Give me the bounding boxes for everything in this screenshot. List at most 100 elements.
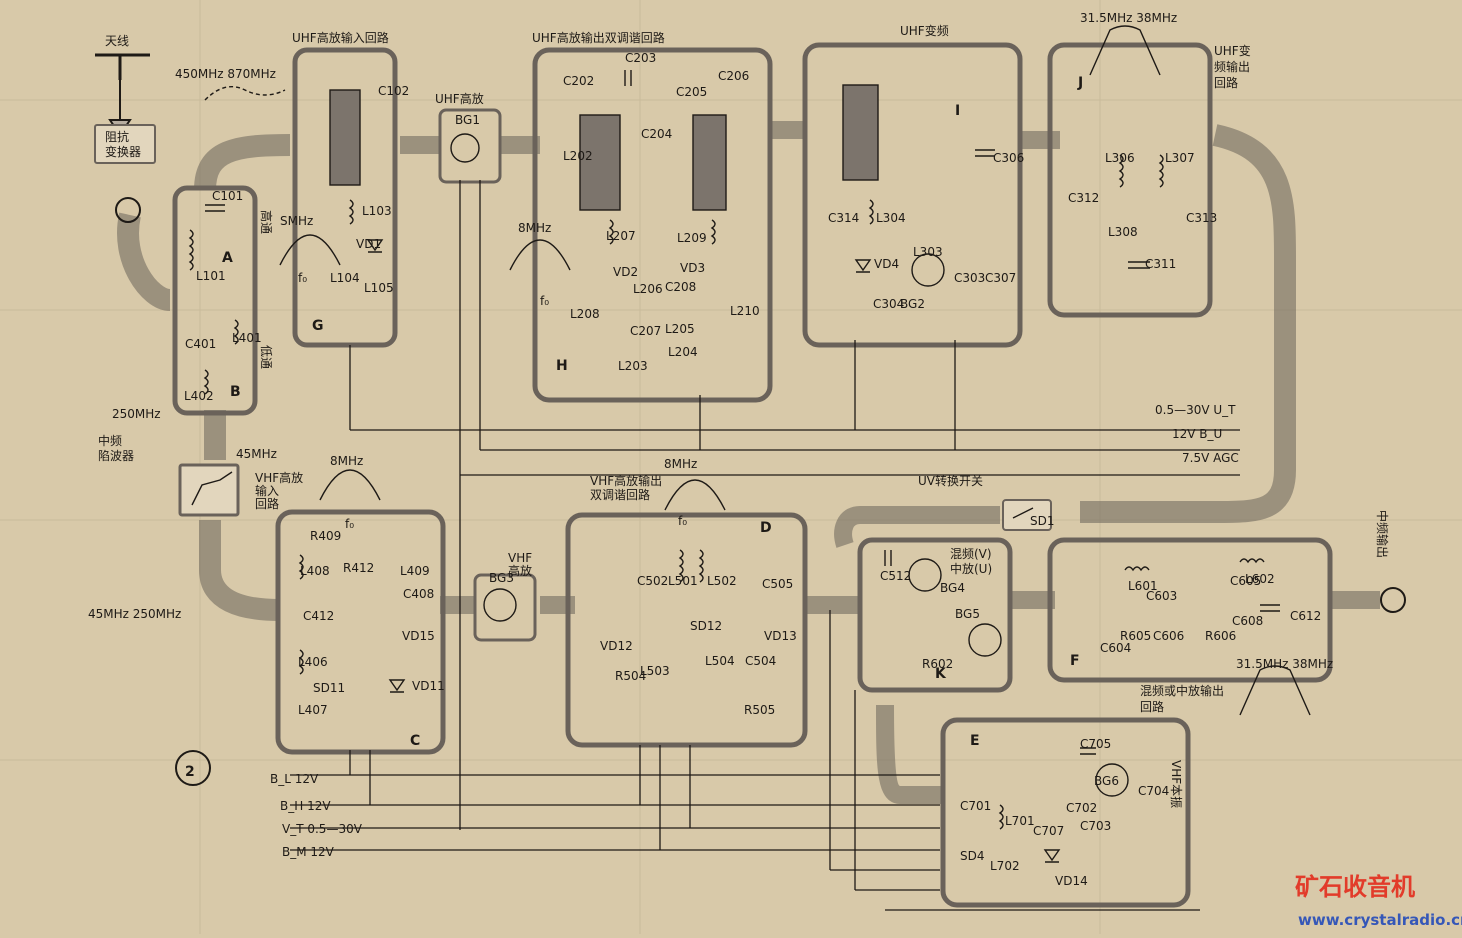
coil-l406 [298, 649, 304, 675]
component-c702: C702 [1066, 801, 1097, 815]
resonator-h2 [692, 114, 727, 211]
freq-if-band-bottom: 31.5MHz 38MHz [1236, 657, 1333, 671]
component-l408: L408 [300, 564, 330, 578]
watermark-cn: 矿石收音机 [1295, 873, 1415, 901]
component-l105: L105 [364, 281, 394, 295]
frame-vhf-amp [473, 573, 537, 642]
component-c313: C313 [1186, 211, 1217, 225]
component-l504: L504 [705, 654, 735, 668]
component-c612: C612 [1290, 609, 1321, 623]
component-vd13: VD13 [764, 629, 797, 643]
component-c604: C604 [1100, 641, 1131, 655]
block-letter-H: H [556, 358, 568, 374]
mixer-title-line-1: 中放(U) [950, 561, 992, 576]
freq-8mhz-left: 8MHz [518, 221, 551, 235]
passband-smhz [279, 234, 341, 266]
component-r412: R412 [343, 561, 374, 575]
mixer-output-title-line-0: 混频或中放输出 [1140, 683, 1224, 698]
component-l205: L205 [665, 322, 695, 336]
component-bg6: BG6 [1094, 774, 1119, 788]
freq-vhf-low: 250MHz [112, 407, 161, 421]
component-c705: C705 [1080, 737, 1111, 751]
component-sd4: SD4 [960, 849, 985, 863]
uhf-input-title: UHF高放输入回路 [292, 30, 389, 45]
passband-j [1089, 25, 1161, 76]
figure-number: 2 [185, 764, 195, 780]
coil-l502 [698, 549, 704, 583]
frame-impedance [94, 124, 156, 164]
block-letter-G: G [312, 318, 324, 334]
component-bg3: BG3 [489, 571, 514, 585]
component-l206: L206 [633, 282, 663, 296]
component-bg4: BG4 [940, 581, 965, 595]
component-l307: L307 [1165, 151, 1195, 165]
cap-c311 [1128, 261, 1150, 269]
component-l407: L407 [298, 703, 328, 717]
coil-l401 [233, 319, 239, 345]
component-c701: C701 [960, 799, 991, 813]
component-c307: C307 [985, 271, 1016, 285]
coil-l501 [678, 549, 684, 583]
component-c505: C505 [762, 577, 793, 591]
bg4-symbol [908, 558, 942, 592]
coil-l209 [710, 219, 716, 245]
bg2-symbol [911, 253, 945, 287]
vhf-amp-title-line-0: VHF [508, 551, 532, 565]
component-c207: C207 [630, 324, 661, 338]
coil-l602 [1239, 558, 1265, 564]
component-c203: C203 [625, 51, 656, 65]
mixer-output-title-line-1: 回路 [1140, 699, 1164, 714]
freq-if-notch: 45MHz [236, 447, 277, 461]
component-l601: L601 [1128, 579, 1158, 593]
freq-f0-d: f₀ [345, 517, 354, 531]
if-trap-label-line-1: 陷波器 [98, 448, 134, 463]
frame-H [532, 47, 773, 403]
component-c606: C606 [1153, 629, 1184, 643]
if-trap-curve [191, 471, 233, 506]
flow-switch-to-mixer [834, 506, 1000, 548]
freq-f0-c: f₀ [678, 514, 687, 528]
vhf-input-title-line-2: 回路 [255, 496, 279, 511]
freq-f0-a: f₀ [298, 271, 307, 285]
high-pass-label: 高通 [259, 210, 274, 234]
flow-uhf-loop [1080, 124, 1296, 523]
component-c608: C608 [1232, 614, 1263, 628]
frame-G [292, 47, 398, 348]
diode-vd14 [1043, 849, 1061, 863]
component-bg1: BG1 [455, 113, 480, 127]
supply-bl: B_L 12V [270, 772, 319, 786]
component-c306: C306 [993, 151, 1024, 165]
resonator-i [842, 84, 879, 181]
coil-l306 [1118, 154, 1124, 188]
frame-switch [1002, 499, 1052, 531]
vhf-input-title-line-0: VHF高放 [255, 470, 303, 485]
antenna-jack [115, 197, 141, 223]
cap-c608 [1260, 604, 1280, 612]
component-vd14: VD14 [1055, 874, 1088, 888]
component-c704: C704 [1138, 784, 1169, 798]
cap-c101 [205, 204, 225, 212]
uhf-amp-title: UHF高放 [435, 91, 484, 106]
coil-l103 [348, 199, 354, 225]
internal-circuitry [95, 25, 1406, 863]
component-r505: R505 [744, 703, 775, 717]
component-c208: C208 [665, 280, 696, 294]
component-l103: L103 [362, 204, 392, 218]
component-c202: C202 [563, 74, 594, 88]
diode-vd1 [366, 239, 384, 253]
component-c101: C101 [212, 189, 243, 203]
flow-to-uhf-input [194, 134, 291, 191]
if-trap-label-line-0: 中频 [98, 433, 122, 448]
freq-f0-b: f₀ [540, 294, 549, 308]
block-letter-E: E [970, 733, 980, 749]
component-vd2: VD2 [613, 265, 638, 279]
coil-l304 [868, 199, 874, 225]
frame-C [275, 509, 446, 755]
component-l503: L503 [640, 664, 670, 678]
vhf-input-title-line-1: 输入 [255, 483, 279, 498]
coil-l207 [608, 219, 614, 245]
component-l306: L306 [1105, 151, 1135, 165]
component-l204: L204 [668, 345, 698, 359]
